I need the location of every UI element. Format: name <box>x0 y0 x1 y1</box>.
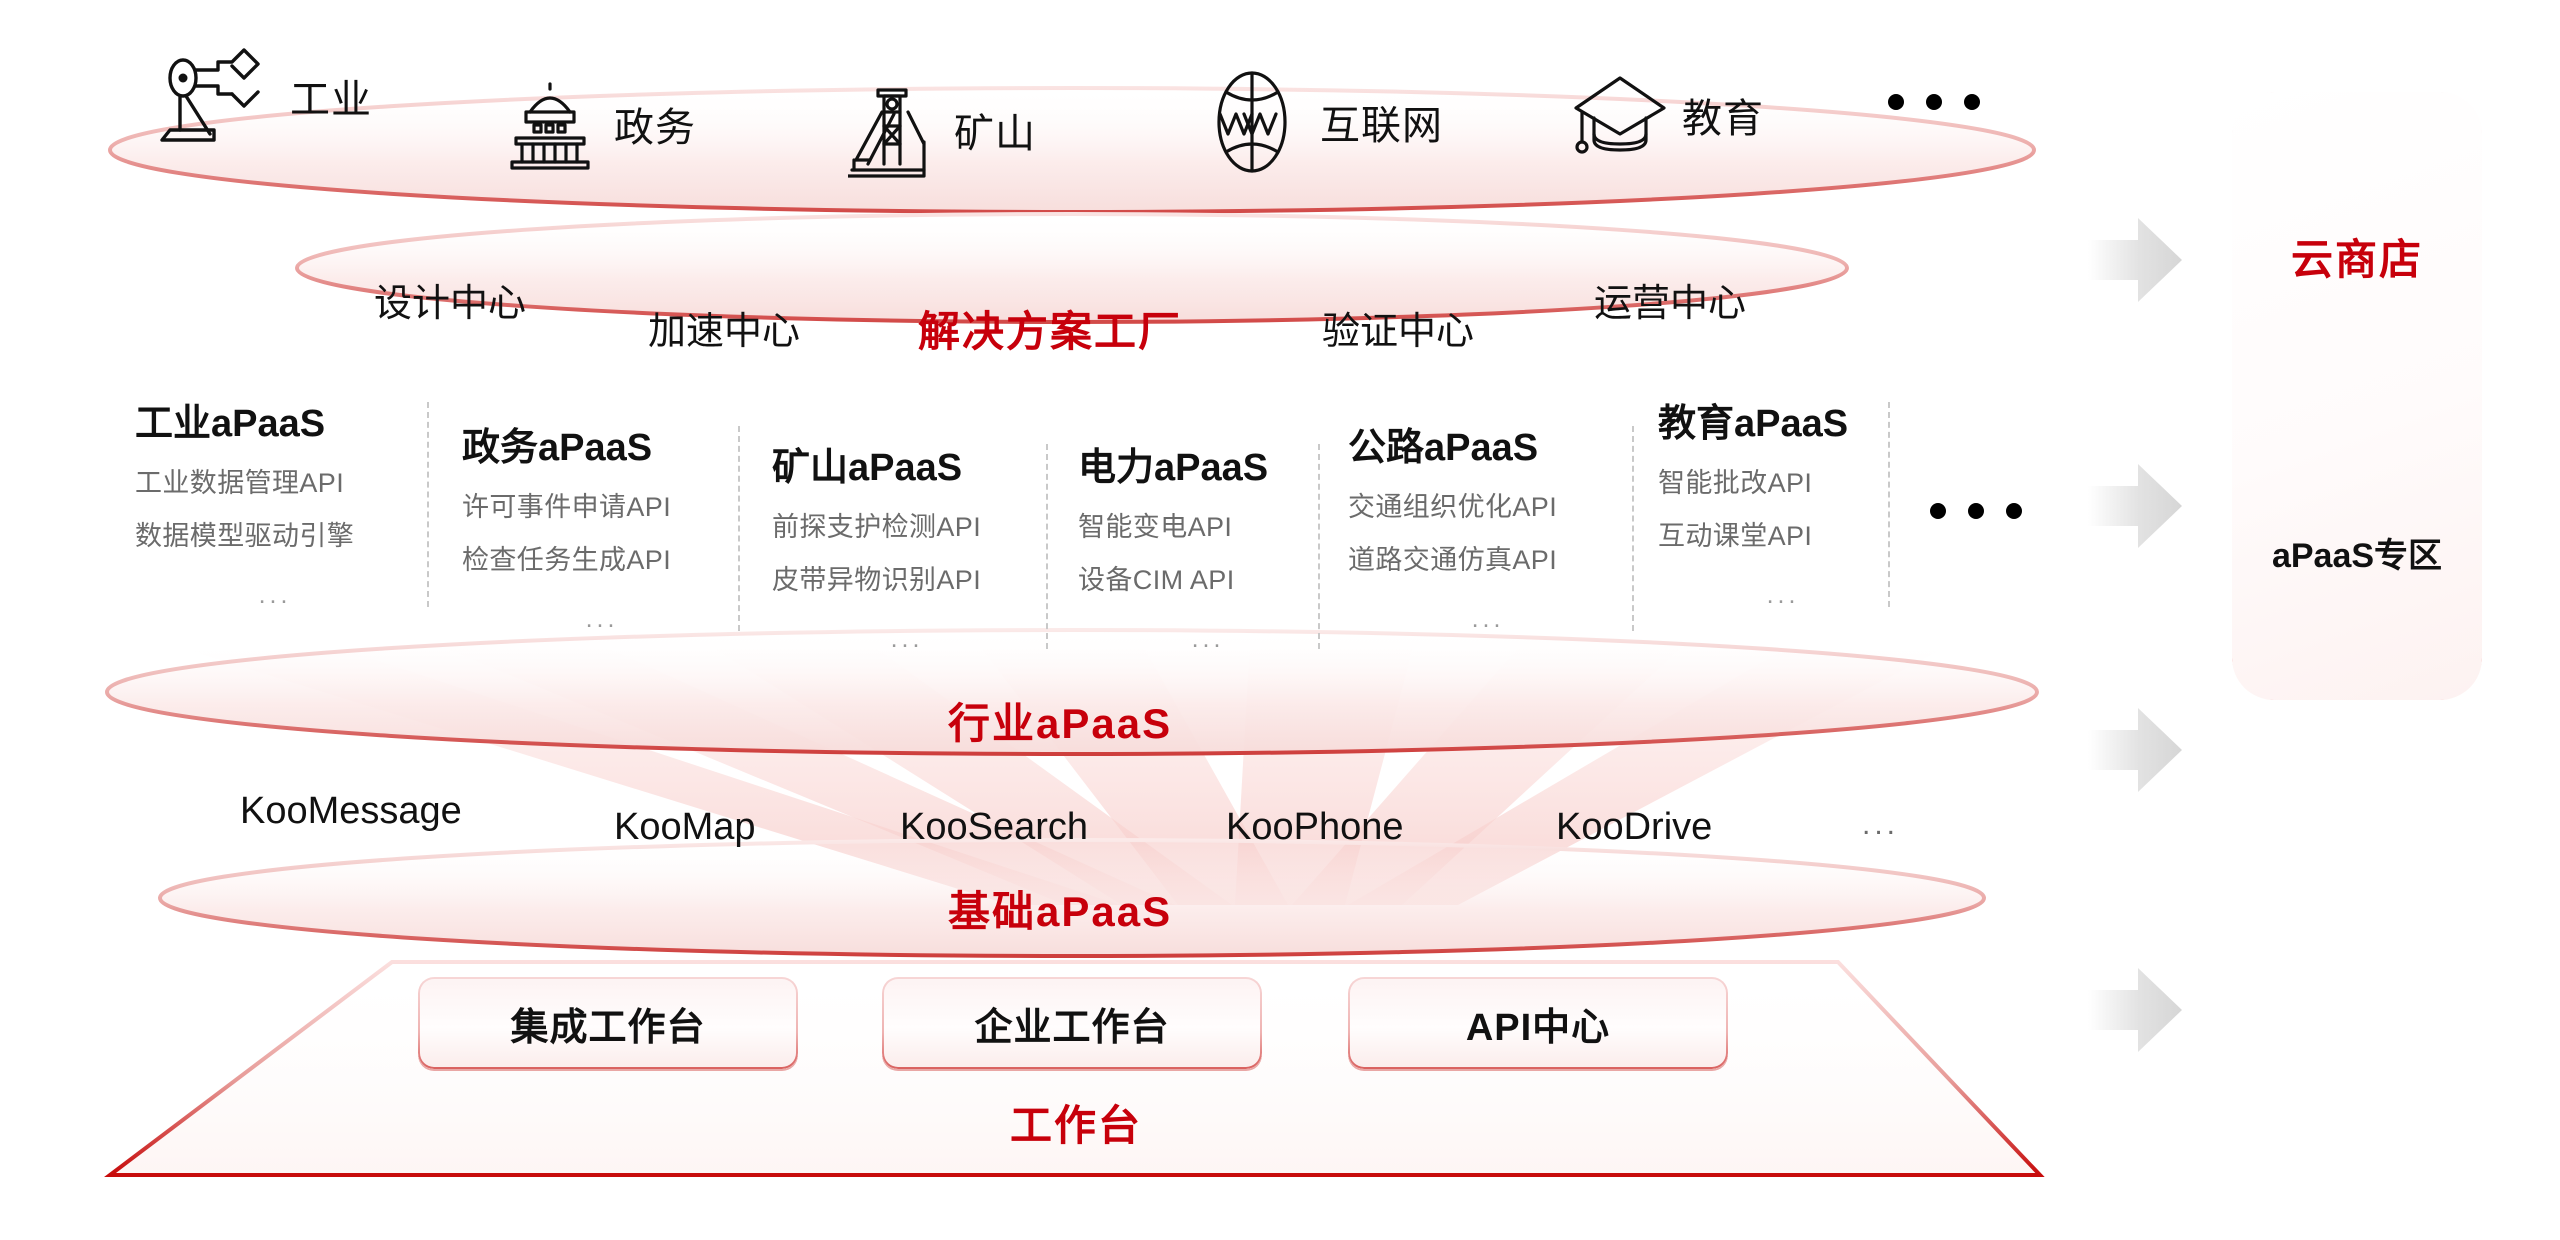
industry-item-2[interactable]: 矿山 <box>848 82 1036 178</box>
apaas-api-item: 道路交通仿真API <box>1348 545 1558 575</box>
cloud-store-title: 云商店 <box>2290 236 2423 283</box>
base-service-koomap[interactable]: KooMap <box>614 806 756 848</box>
apaas-api-item: 数据模型驱动引擎 <box>135 521 355 551</box>
workbench-card-label: API中心 <box>1465 1006 1611 1049</box>
apaas-column-highway[interactable]: 公路aPaaS 交通组织优化API 道路交通仿真API ... <box>1348 416 1628 634</box>
workbench-card-label: 集成工作台 <box>510 1006 706 1049</box>
apaas-column-title: 政务aPaaS <box>462 427 653 469</box>
flow-arrow-1 <box>2088 218 2182 302</box>
workbench-caption: 工作台 <box>1010 1102 1143 1149</box>
mine-headframe-icon <box>848 82 940 178</box>
workbench-card-api-center[interactable]: API中心 <box>1348 977 1728 1069</box>
apaas-column-ellipsis: ... <box>585 605 619 633</box>
base-service-koodrive[interactable]: KooDrive <box>1556 806 1713 848</box>
workbench-card-label: 企业工作台 <box>974 1006 1170 1049</box>
apaas-column-mining[interactable]: 矿山aPaaS 前探支护检测API 皮带异物识别API ... <box>772 436 1042 654</box>
base-service-koophone[interactable]: KooPhone <box>1226 806 1404 848</box>
workbench-card-integration[interactable]: 集成工作台 <box>418 977 798 1069</box>
industry-item-1[interactable]: 政务 <box>500 78 696 170</box>
flow-arrow-2 <box>2088 464 2182 548</box>
column-divider-2 <box>738 426 740 631</box>
cloud-store-body <box>2232 92 2482 700</box>
column-divider-4 <box>1318 444 1320 649</box>
solution-center-operate[interactable]: 运营中心 <box>1594 283 1747 325</box>
solution-factory-ellipse <box>295 212 1849 324</box>
cloud-store-panel[interactable]: 云商店 aPaaS专区 <box>2232 92 2482 700</box>
industry-label: 工业 <box>290 78 372 122</box>
cloud-store-apaas-zone: aPaaS专区 <box>2271 537 2443 575</box>
base-apaas-ellipse <box>158 838 1986 958</box>
apaas-column-title: 公路aPaaS <box>1348 427 1539 469</box>
apaas-column-government[interactable]: 政务aPaaS 许可事件申请API 检查任务生成API ... <box>462 416 742 634</box>
apaas-column-title: 工业aPaaS <box>135 403 326 445</box>
apaas-api-item: 皮带异物识别API <box>772 565 982 595</box>
industry-label: 教育 <box>1682 97 1764 141</box>
apaas-api-item: 智能批改API <box>1658 468 1813 498</box>
column-divider-1 <box>427 402 429 607</box>
solution-center-verify[interactable]: 验证中心 <box>1322 311 1475 353</box>
apaas-column-ellipsis: ... <box>890 625 924 653</box>
apaas-api-item: 互动课堂API <box>1658 521 1813 551</box>
apaas-api-item: 设备CIM API <box>1078 565 1235 595</box>
factory-robot-icon <box>160 48 276 144</box>
apaas-column-power[interactable]: 电力aPaaS 智能变电API 设备CIM API ... <box>1078 436 1338 654</box>
workbench-card-enterprise[interactable]: 企业工作台 <box>882 977 1262 1069</box>
globe-www-icon <box>1198 70 1306 174</box>
column-divider-6 <box>1888 402 1890 607</box>
apaas-columns: 工业aPaaS 工业数据管理API 数据模型驱动引擎 ... 政务aPaaS 许… <box>0 392 2040 654</box>
apaas-api-item: 智能变电API <box>1078 512 1233 542</box>
solution-center-design[interactable]: 设计中心 <box>374 283 527 325</box>
flow-arrows <box>2088 218 2182 1052</box>
base-service-koomessage[interactable]: KooMessage <box>240 790 462 832</box>
apaas-column-title: 教育aPaaS <box>1658 403 1849 445</box>
apaas-api-item: 检查任务生成API <box>462 545 672 575</box>
apaas-column-title: 电力aPaaS <box>1078 447 1269 489</box>
solution-factory-title: 解决方案工厂 <box>918 308 1183 355</box>
apaas-column-ellipsis: ... <box>1191 625 1225 653</box>
solution-center-accelerate[interactable]: 加速中心 <box>648 311 801 353</box>
government-building-icon <box>500 78 600 170</box>
industry-item-3[interactable]: 互联网 <box>1198 70 1443 174</box>
apaas-column-industrial[interactable]: 工业aPaaS 工业数据管理API 数据模型驱动引擎 ... <box>135 392 415 610</box>
flow-arrow-3 <box>2088 708 2182 792</box>
graduation-cap-icon <box>1572 72 1668 158</box>
industry-label: 互联网 <box>1320 104 1443 148</box>
column-divider-5 <box>1632 426 1634 631</box>
industry-apaas-ellipse <box>105 628 2039 756</box>
industry-item-0[interactable]: 工业 <box>160 48 372 144</box>
apaas-api-item: 许可事件申请API <box>462 492 672 522</box>
industry-more-dots <box>1888 94 1980 110</box>
flow-arrow-4 <box>2088 968 2182 1052</box>
base-services-ellipsis: ... <box>1862 808 1900 841</box>
column-divider-3 <box>1046 444 1048 649</box>
base-apaas-band-label: 基础aPaaS <box>948 888 1173 935</box>
industry-label: 政务 <box>614 106 696 150</box>
industry-item-4[interactable]: 教育 <box>1572 72 1764 158</box>
apaas-api-item: 交通组织优化API <box>1348 492 1558 522</box>
apaas-more-dots <box>1930 503 2022 519</box>
apaas-column-ellipsis: ... <box>1471 605 1505 633</box>
apaas-column-education[interactable]: 教育aPaaS 智能批改API 互动课堂API ... <box>1658 392 1908 610</box>
industry-apaas-band-label: 行业aPaaS <box>948 700 1173 747</box>
apaas-api-item: 工业数据管理API <box>135 468 345 498</box>
apaas-column-ellipsis: ... <box>258 581 292 609</box>
apaas-column-ellipsis: ... <box>1766 581 1800 609</box>
industry-label: 矿山 <box>954 112 1036 156</box>
apaas-column-title: 矿山aPaaS <box>772 447 963 489</box>
apaas-api-item: 前探支护检测API <box>772 512 982 542</box>
base-service-koosearch[interactable]: KooSearch <box>900 806 1089 848</box>
